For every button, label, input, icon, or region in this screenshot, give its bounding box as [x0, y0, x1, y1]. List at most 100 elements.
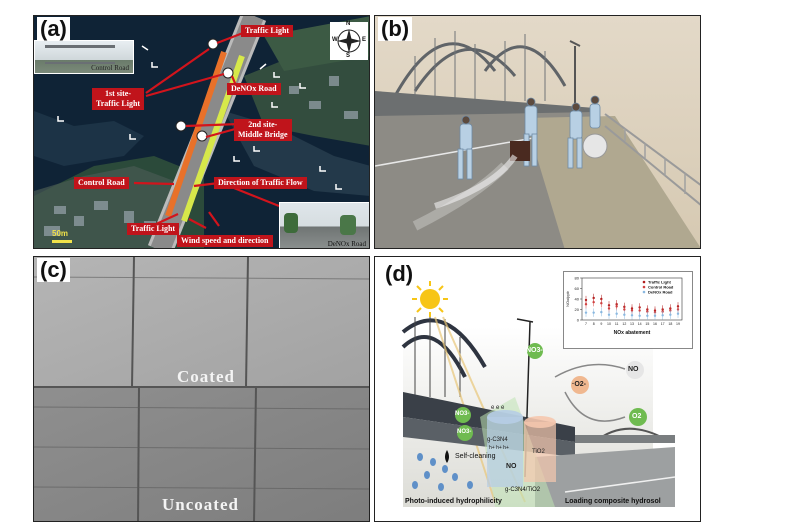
y-tick-label: 80 [575, 276, 580, 281]
data-point-1 [623, 308, 626, 311]
inset-control-label: Control Road [91, 64, 129, 72]
x-tick-label: 16 [653, 322, 657, 326]
data-point-1 [584, 303, 588, 306]
data-point-1 [646, 310, 649, 313]
data-point-2 [676, 312, 680, 315]
x-tick-label: 13 [630, 322, 634, 326]
data-point-2 [623, 313, 626, 316]
data-point-2 [661, 314, 664, 317]
legend-label: Traffic Light [648, 280, 672, 285]
label-cn: g-C3N4 [487, 437, 508, 443]
data-point-2 [600, 310, 603, 314]
compass-e: E [362, 37, 367, 43]
inset-control-photo: Control Road [34, 40, 134, 74]
x-tick-label: 11 [615, 322, 619, 326]
label-no3-left2: NO3- [457, 429, 472, 435]
concrete-photo [34, 257, 369, 521]
label-denox-road: DeNOx Road [227, 83, 281, 95]
panel-c-photo: (c) Coated Uncoated [33, 256, 370, 522]
x-tick-label: 18 [668, 322, 672, 326]
y-tick-label: 0 [577, 318, 580, 323]
label-no-top: NO [628, 366, 639, 373]
panel-b-label: (b) [378, 17, 413, 41]
x-tick-label: 12 [622, 322, 626, 326]
compass-s: S [346, 53, 351, 59]
x-tick-label: 14 [638, 322, 642, 326]
compass-w: W [332, 37, 338, 43]
y-tick-label: 20 [575, 307, 580, 312]
sun-icon [412, 281, 448, 317]
inset-denox-photo: DeNOx Road [279, 202, 369, 248]
x-tick-label: 17 [661, 322, 665, 326]
data-point-1 [600, 302, 603, 305]
compass-icon [330, 22, 368, 60]
label-traffic-light-bottom: Traffic Light [127, 223, 180, 235]
uncoated-label: Uncoated [162, 495, 239, 514]
label-direction: Direction of Traffic Flow [214, 177, 307, 189]
x-tick-label: 15 [645, 322, 649, 326]
legend-marker [642, 280, 646, 284]
legend-marker [642, 285, 646, 289]
label-first-site: 1st site- Traffic Light [92, 88, 145, 110]
label-nitrate: NO3- [526, 347, 543, 354]
data-point-2 [638, 314, 641, 317]
y-tick-label: 60 [575, 286, 580, 291]
legend-label: Control Road [648, 285, 674, 290]
x-tick-label: 7 [585, 322, 587, 326]
nitrate-bubble [527, 343, 543, 359]
x-axis-label: NOx abatement [614, 330, 651, 336]
data-point-2 [592, 311, 595, 314]
label-holes: h+ h+ h+ [489, 445, 509, 451]
bridge-photo [375, 16, 700, 248]
label-loading-hydrosol: Loading composite hydrosol [565, 498, 661, 505]
label-control-road: Control Road [74, 177, 129, 189]
label-second-site: 2nd site- Middle Bridge [234, 119, 292, 141]
data-point-2 [653, 314, 657, 317]
y-tick-label: 40 [575, 297, 580, 302]
data-point-1 [592, 300, 595, 304]
data-point-1 [615, 305, 618, 308]
control-road-segment [165, 51, 227, 217]
panel-c-label: (c) [37, 258, 70, 282]
label-tio2: TiO2 [532, 449, 545, 455]
panel-d-label: (d) [385, 261, 414, 286]
data-point-1 [669, 309, 672, 312]
label-self-cleaning: Self-cleaning [455, 453, 496, 460]
data-point-1 [630, 309, 634, 312]
x-tick-label: 8 [593, 322, 595, 326]
data-point-1 [607, 307, 611, 310]
x-tick-label: 19 [676, 322, 680, 326]
label-o2: O2 [632, 413, 642, 420]
x-tick-label: 10 [607, 322, 611, 326]
panel-b-photo: (b) [374, 15, 701, 249]
coated-label: Coated [177, 367, 235, 386]
panel-a-label: (a) [37, 17, 70, 41]
data-point-0 [592, 296, 595, 300]
data-point-2 [584, 311, 588, 314]
label-no-low: NO [506, 463, 517, 470]
label-electrons: e e e [491, 405, 505, 411]
label-wind: Wind speed and direction [177, 235, 273, 247]
panel-a-map: (a) Control Road DeNOx Road Traffic Ligh… [33, 15, 370, 249]
mechanism-diagram [401, 281, 676, 507]
compass-n: N [346, 21, 351, 27]
scale-bar [52, 240, 72, 243]
data-point-2 [669, 313, 672, 316]
inset-denox-label: DeNOx Road [327, 240, 366, 248]
label-composite: g-C3N4/TiO2 [505, 487, 541, 493]
data-point-2 [630, 314, 634, 317]
legend-marker [642, 290, 646, 294]
label-traffic-light-top: Traffic Light [241, 25, 294, 37]
label-no3-left1: NO3- [455, 411, 470, 417]
legend-label: DeNOx Road [648, 290, 673, 295]
data-point-2 [615, 312, 618, 315]
label-photo-hydrophilicity: Photo-induced hydrophilicity [405, 498, 502, 505]
x-tick-label: 9 [600, 322, 602, 326]
data-point-1 [638, 309, 641, 312]
data-point-0 [584, 298, 588, 302]
data-point-2 [607, 313, 611, 316]
scale-label: 50m [52, 229, 69, 238]
